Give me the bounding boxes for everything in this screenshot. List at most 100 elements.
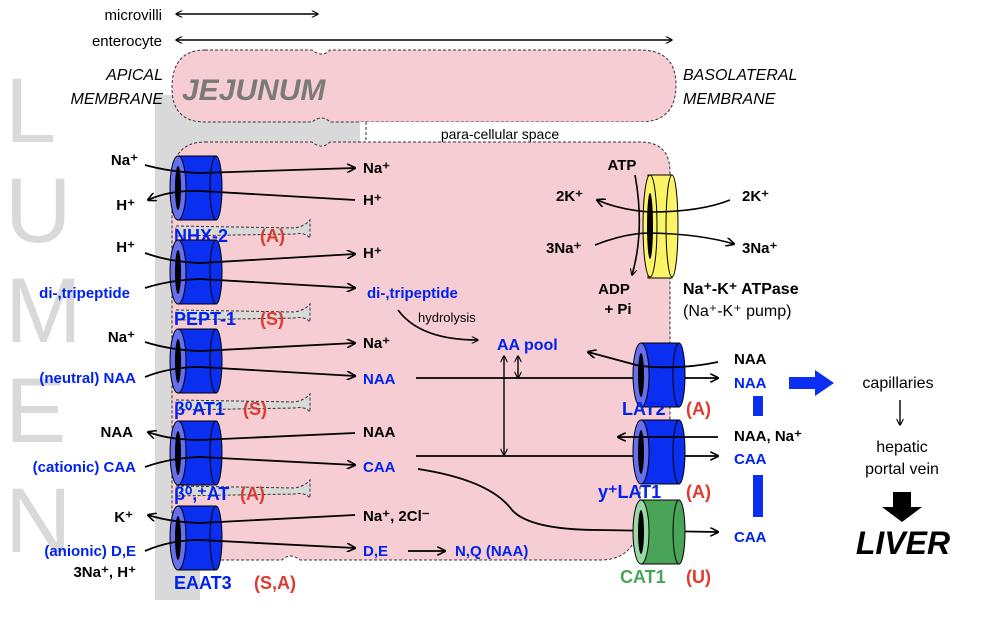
ion-label: Na⁺, 2Cl⁻: [363, 508, 430, 525]
ion-label: H⁺: [363, 192, 382, 209]
substrate-label: CAA: [363, 459, 396, 476]
lumen-letter: N: [5, 470, 71, 572]
transporter-tag: (S): [260, 309, 284, 329]
connector-bar: [753, 475, 763, 517]
substrate-label: D,E: [363, 543, 388, 560]
transporter-tag: (U): [686, 567, 711, 587]
transporter-eaat3: K⁺ (anionic) D,E 3Na⁺, H⁺ Na⁺, 2Cl⁻ D,E …: [44, 505, 528, 593]
basolateral-membrane-label: BASOLATERAL: [683, 67, 797, 84]
transporter-b0plus-at: NAA (cationic) CAA NAA CAA β⁰,⁺AT (A): [33, 420, 396, 504]
ion-label: K⁺: [114, 509, 133, 526]
atp-label: ATP: [608, 157, 637, 174]
paracellular-space: [360, 122, 670, 142]
substrate-label: CAA: [734, 451, 767, 468]
transporter-yplat1: NAA, Na⁺ CAA y⁺LAT1 (A): [598, 419, 802, 502]
aa-pool-label: AA pool: [497, 337, 558, 354]
transport-arrow: [144, 366, 355, 377]
transport-arrow: [148, 190, 356, 200]
ion-label: Na⁺: [363, 160, 390, 177]
transporter-cylinder-icon: [169, 505, 223, 571]
substrate-label: NAA, Na⁺: [734, 428, 802, 445]
adp-label: ADP: [598, 281, 630, 298]
paracellular-label: para-cellular space: [441, 126, 559, 142]
liver-label: LIVER: [856, 525, 950, 561]
ion-label: 3Na⁺, H⁺: [73, 564, 136, 581]
transporter-name: LAT2: [622, 399, 666, 419]
hydrolysis-label: hydrolysis: [418, 310, 476, 325]
transporter-tag: (A): [240, 484, 265, 504]
transporter-tag: (S): [243, 399, 267, 419]
substrate-label: di-,tripeptide: [367, 285, 458, 302]
transporter-cylinder-icon: [632, 419, 686, 485]
transport-arrow: [144, 456, 355, 467]
basolateral-membrane-label-2: MEMBRANE: [683, 91, 776, 108]
substrate-label: di-,tripeptide: [39, 285, 130, 302]
substrate-label: NAA: [734, 375, 767, 392]
substrate-label: NAA: [363, 424, 396, 441]
transporter-tag: (A): [686, 399, 711, 419]
portal-vein-label-2: portal vein: [865, 461, 939, 478]
transport-arrow: [148, 515, 356, 524]
transporter-name: β⁰AT1: [174, 399, 225, 419]
substrate-label: NAA: [363, 371, 396, 388]
lumen-letter: E: [5, 360, 66, 462]
ion-label: Na⁺: [108, 329, 135, 346]
transporter-cylinder-icon: [169, 328, 223, 394]
capillaries-label: capillaries: [862, 375, 933, 392]
transporter-cylinder-icon: [169, 155, 223, 221]
enterocyte-label: enterocyte: [92, 33, 162, 50]
transporter-name: EAAT3: [174, 573, 232, 593]
pump-alias: (Na⁺-K⁺ pump): [683, 303, 791, 320]
transporter-cylinder-icon: [169, 420, 223, 486]
microvilli-gaps: [175, 218, 311, 500]
segment-title: JEJUNUM: [182, 74, 326, 107]
hydrolysis-arrow: [397, 309, 478, 340]
transport-arrow: [144, 278, 355, 288]
microvilli-label: microvilli: [105, 7, 163, 24]
transporter-lat2: NAA NAA LAT2 (A): [588, 342, 767, 419]
na-export-arrow: [594, 232, 734, 245]
to-liver-arrow: [882, 492, 922, 522]
transport-arrow: [144, 253, 355, 264]
ion-label: 2K⁺: [556, 188, 583, 205]
na-k-atpase: ATP ADP + Pi 2K⁺ 3Na⁺ 2K⁺ 3Na⁺ Na⁺-K⁺ AT…: [546, 157, 799, 320]
substrate-label: N,Q (NAA): [455, 543, 528, 560]
ion-label: Na⁺: [111, 152, 138, 169]
connector-bar: [753, 396, 763, 416]
transport-arrow: [144, 342, 355, 352]
upper-enterocyte: [171, 49, 677, 123]
transport-arrow: [588, 352, 719, 369]
ion-label: H⁺: [116, 239, 135, 256]
transport-arrow: [148, 432, 356, 441]
ion-label: H⁺: [363, 245, 382, 262]
lumen-letter: M: [5, 260, 82, 362]
transporter-name: y⁺LAT1: [598, 482, 661, 502]
lumen-label: L U M E N: [5, 60, 82, 572]
transporter-tag: (S,A): [254, 573, 296, 593]
transporter-cat1: CAA CAT1 (U): [620, 499, 767, 587]
transporter-tag: (A): [686, 482, 711, 502]
substrate-label: (cationic) CAA: [33, 459, 137, 476]
to-capillaries-arrow: [789, 370, 834, 396]
transporter-name: CAT1: [620, 567, 666, 587]
transporter-name: PEPT-1: [174, 309, 236, 329]
transporter-b0at1: Na⁺ (neutral) NAA Na⁺ NAA β⁰AT1 (S): [39, 328, 396, 419]
atp-hydrolysis-arrow: [632, 174, 641, 275]
transporter-name: β⁰,⁺AT: [174, 484, 229, 504]
substrate-label: NAA: [101, 424, 134, 441]
lumen-letter: L: [5, 60, 56, 162]
transport-arrow: [144, 165, 355, 174]
k-import-arrow: [597, 200, 731, 213]
lumen-letter: U: [5, 160, 71, 262]
substrate-label: (anionic) D,E: [44, 543, 136, 560]
transporter-cylinder-icon: [632, 342, 686, 408]
pump-name: Na⁺-K⁺ ATPase: [683, 281, 799, 298]
pi-label: + Pi: [604, 301, 631, 318]
apical-membrane-label: APICAL: [105, 67, 163, 84]
ion-label: H⁺: [116, 197, 135, 214]
transport-arrow: [144, 539, 355, 551]
portal-vein-label: hepatic: [876, 439, 928, 456]
substrate-label: (neutral) NAA: [39, 370, 136, 387]
substrate-label: CAA: [734, 529, 767, 546]
